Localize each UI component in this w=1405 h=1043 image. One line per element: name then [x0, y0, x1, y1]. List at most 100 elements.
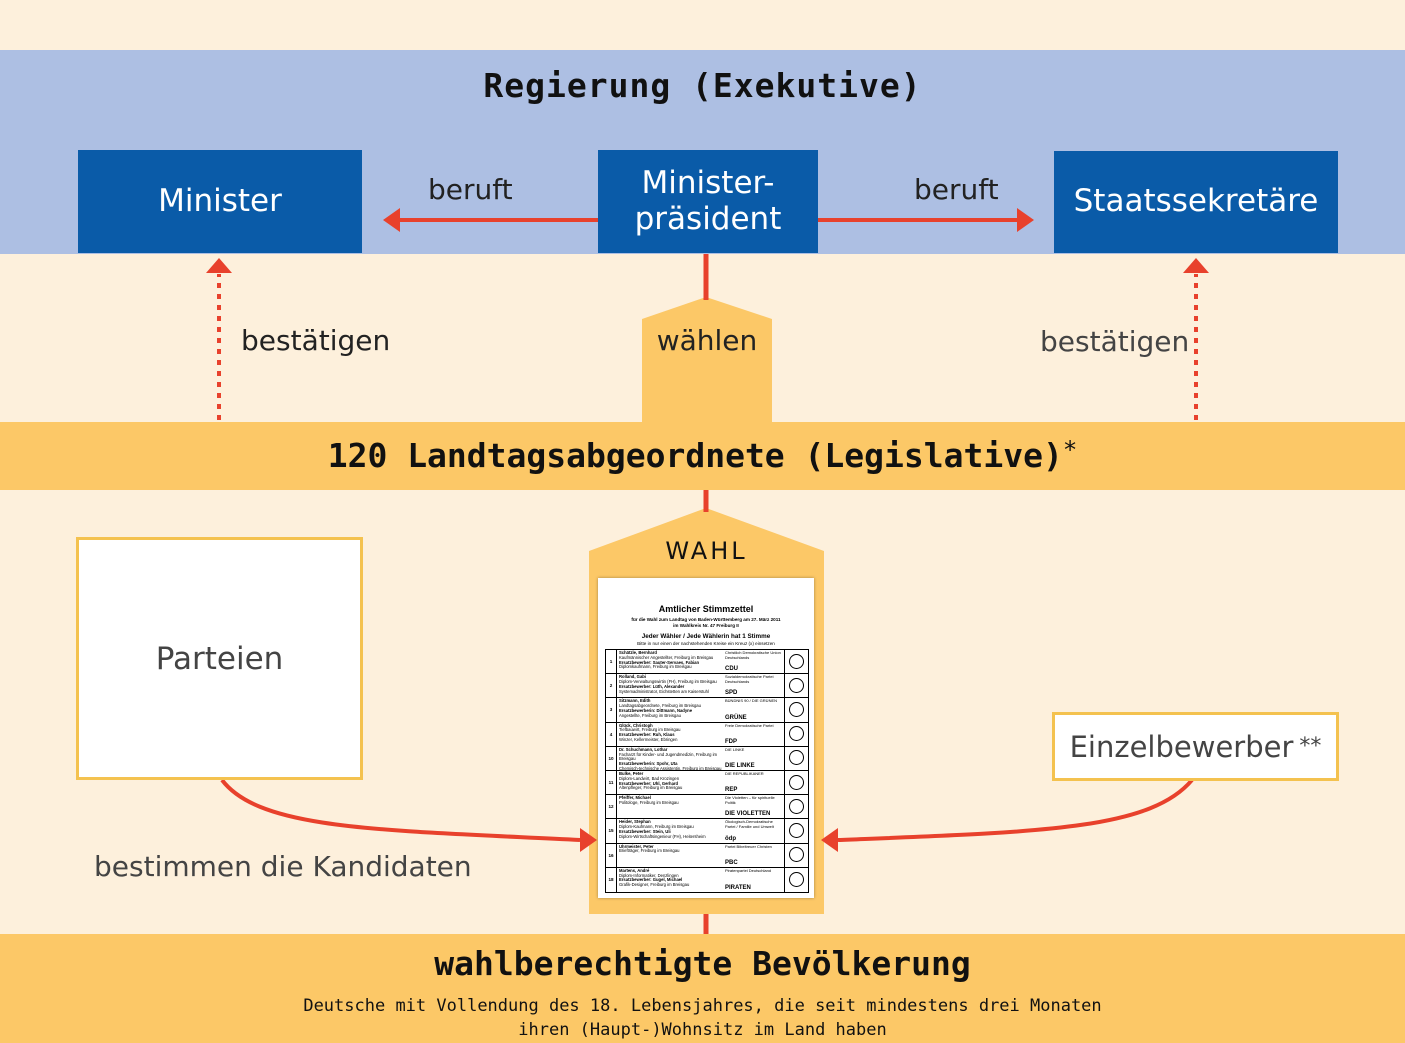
ballot-vote-circle[interactable]: [789, 774, 804, 790]
ballot-party-short: REP: [725, 787, 738, 794]
ballot-substitute-detail: Systemadministrator, Eichstetten am Kais…: [619, 688, 709, 694]
ballot-substitute-detail: Diplom-Wirtschaftsingenieur (FH), Heiter…: [619, 833, 706, 839]
ballot-substitute-detail: Grafik-Designer, Freiburg im Breisgau: [619, 882, 690, 888]
ballot-vote-circle[interactable]: [789, 653, 804, 669]
ballot-column-divider: [784, 650, 785, 674]
ballot-column-divider: [784, 698, 785, 722]
ballot-party-short: SPD: [725, 690, 738, 697]
ballot-row-number: 16: [606, 843, 617, 867]
ballot-row-number: 12: [606, 795, 617, 819]
ballot-column-divider: [784, 843, 785, 867]
ballot-substitute-name: Ersatzbewerber: Lüth, Alexander: [619, 683, 685, 689]
ballot-party-name: Partei Bibeltreuer Christen: [725, 843, 772, 849]
ballot-candidate-name: Rolland, Gabi: [619, 674, 646, 680]
ballot-substitute-name: Ersatzbewerberin: Dittmann, Nadyne: [619, 707, 693, 713]
ballot-vote-circle[interactable]: [789, 822, 804, 838]
parteien-box: Parteien: [76, 537, 363, 780]
ballot-row-number: 15: [606, 819, 617, 843]
ballot-row-number: 1: [606, 650, 617, 674]
ballot-vote-circle[interactable]: [789, 701, 804, 717]
ministerpraesident-label-line1: Minister-: [641, 164, 775, 201]
einzelbewerber-curve: [837, 778, 1194, 842]
minister-box: Minister: [78, 150, 362, 253]
ballot-candidate-name: Pfeiffer, Michael: [619, 795, 651, 801]
ballot-party-name: DIE REPUBLIKANER: [725, 771, 764, 776]
ballot-column-divider: [784, 722, 785, 746]
ballot-candidate-detail: Tiefbauwirt, Freiburg im Breisgau: [619, 727, 681, 733]
ballot-column-divider: [784, 819, 785, 843]
population-title: wahlberechtigte Bevölkerung: [434, 944, 971, 983]
ballot-party-name: DIE LINKE: [725, 746, 745, 752]
ballot-candidate-name: Martens, André: [619, 867, 650, 873]
ballot-substitute-detail: Chemisch-technische Assistentin, Freibur…: [619, 765, 722, 771]
ballot-substitute-name: Ersatzbewerber: Ruh, Klaus: [619, 732, 675, 738]
ballot-party-short: ödp: [725, 835, 736, 842]
ballot-row-number: 18: [606, 867, 617, 892]
ballot-candidate-detail: Kaufmännischer Angestellter, Freiburg im…: [619, 654, 714, 660]
ballot-substitute-detail: Winzer, Kellermeister, Ebringen: [619, 736, 678, 742]
ballot-party-name: Piratenpartei Deutschland: [725, 867, 772, 873]
ballot-column-divider: [784, 674, 785, 698]
ballot-vote-circle[interactable]: [789, 847, 804, 863]
bestaetigen-right-label: bestätigen: [1040, 325, 1190, 358]
einzelbewerber-box: Einzelbewerber**: [1052, 712, 1339, 781]
bestaetigen-right-arrowhead: [1183, 258, 1209, 273]
population-band: [0, 934, 1405, 1043]
ballot-substitute-name: Ersatzbewerber: Gugel, Michael: [619, 877, 683, 883]
einzelbewerber-arrowhead: [821, 828, 838, 852]
ballot-party-short: PIRATEN: [725, 884, 751, 891]
ballot-candidate-name: Glück, Christoph: [619, 722, 653, 728]
legislative-title: 120 Landtagsabgeordnete (Legislative): [327, 436, 1063, 475]
ballot-candidate-detail: Landtagsabgeordnete, Freiburg im Breisga…: [619, 703, 701, 709]
ballot-substitute-name: Ersatzbewerber: Stein, Uli: [619, 828, 671, 834]
legislative-band: [0, 422, 1405, 490]
ballot-candidate-name: Dr. Schuchmann, Lothar: [619, 746, 668, 752]
ballot-substitute-name: Ersatzbewerberin: Spohr, Uta: [619, 761, 678, 767]
population-line2: ihren (Haupt-)Wohnsitz im Land haben: [518, 1020, 887, 1040]
ballot-column-divider: [784, 795, 785, 819]
ballot-party-name: Christlich Demokratische Union Deutschla…: [725, 650, 781, 660]
ballot-vote-circle[interactable]: [789, 871, 804, 887]
ballot-column-divider: [784, 746, 785, 770]
ballot-party-short: PBC: [725, 859, 738, 866]
ballot-candidate-name: Sitzmann, Edith: [619, 698, 651, 704]
beruft-left-arrowhead: [383, 208, 400, 232]
ballot-vote-circle[interactable]: [789, 798, 804, 814]
beruft-right-label: beruft: [914, 173, 999, 206]
ballot-candidate-name: Schätzle, Bernhard: [619, 650, 657, 655]
ballot-row-number: 10: [606, 746, 617, 770]
ballot-subtitle-line1: für die Wahl zum Landtag von Baden-Württ…: [631, 617, 781, 622]
ballot-party-name: Sozialdemokratische Partei Deutschlands: [725, 674, 774, 684]
ballot-vote-circle[interactable]: [789, 726, 804, 742]
ballot-paper: Amtlicher Stimmzettel für die Wahl zum L…: [598, 578, 814, 898]
beruft-left-label: beruft: [428, 173, 513, 206]
waehlen-label: wählen: [656, 324, 758, 357]
einzelbewerber-label: Einzelbewerber: [1069, 729, 1294, 764]
parteien-label: Parteien: [155, 640, 284, 677]
ministerpraesident-label-line2: präsident: [634, 200, 782, 237]
ballot-vote-circle[interactable]: [789, 750, 804, 766]
ballot-subtitle: für die Wahl zum Landtag von Baden-Württ…: [598, 617, 814, 629]
legislative-footnote-mark: *: [1062, 436, 1078, 464]
ballot-substitute-name: Ersatzbewerber: Sauter-Servaes, Fabian: [619, 659, 700, 665]
ballot-candidate-detail: Politologe, Freiburg im Breisgau: [619, 799, 679, 805]
ballot-row-number: 4: [606, 722, 617, 746]
ballot-party-short: FDP: [725, 738, 737, 745]
population-line1: Deutsche mit Vollendung des 18. Lebensja…: [303, 996, 1102, 1016]
ballot-party-name: Ökologisch-Demokratische Partei / Famili…: [725, 819, 774, 829]
ballot-party-short: DIE LINKE: [725, 762, 755, 769]
staatssekretaere-box: Staatssekretäre: [1054, 151, 1338, 253]
ballot-vote-circle[interactable]: [789, 677, 804, 693]
